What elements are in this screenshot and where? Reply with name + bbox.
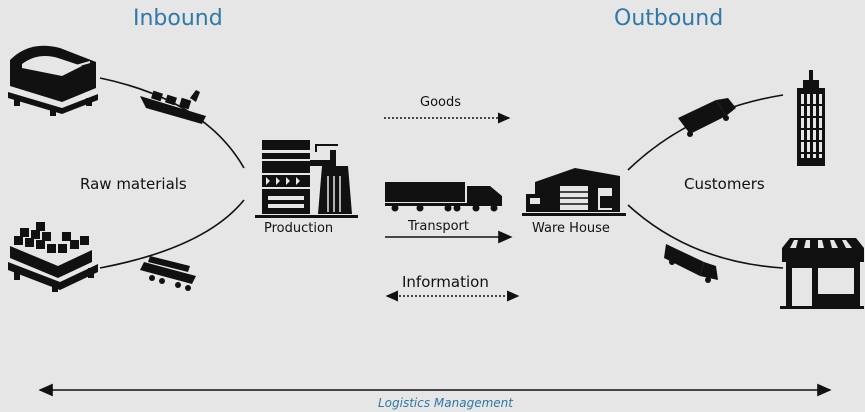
- semi-truck-icon: [385, 182, 502, 212]
- inbound-heading: Inbound: [133, 6, 223, 31]
- transport-label: Transport: [408, 219, 470, 234]
- factory-icon: [255, 140, 358, 218]
- cargo-ship-icon: [140, 90, 206, 124]
- information-label: Information: [402, 273, 489, 291]
- delivery-truck-top-icon: [678, 98, 736, 137]
- curve-raw-bottom: [99, 199, 245, 269]
- customers-label: Customers: [684, 175, 765, 193]
- goods-label: Goods: [420, 95, 462, 110]
- production-label: Production: [264, 221, 334, 236]
- raw-materials-label: Raw materials: [80, 175, 187, 193]
- curve-cust-bottom: [627, 204, 784, 269]
- raw-material-crate-icon: [8, 222, 98, 292]
- warehouse-label: Ware House: [532, 221, 610, 236]
- curve-raw-top: [99, 77, 245, 169]
- warehouse-icon: [522, 168, 626, 216]
- raw-material-bag-icon: [8, 45, 98, 116]
- shop-icon: [780, 238, 864, 309]
- freight-car-icon: [140, 256, 196, 291]
- outbound-heading: Outbound: [614, 6, 724, 31]
- delivery-truck-bottom-icon: [664, 244, 718, 283]
- skyscraper-icon: [797, 70, 825, 166]
- logistics-management-label: Logistics Management: [378, 396, 513, 410]
